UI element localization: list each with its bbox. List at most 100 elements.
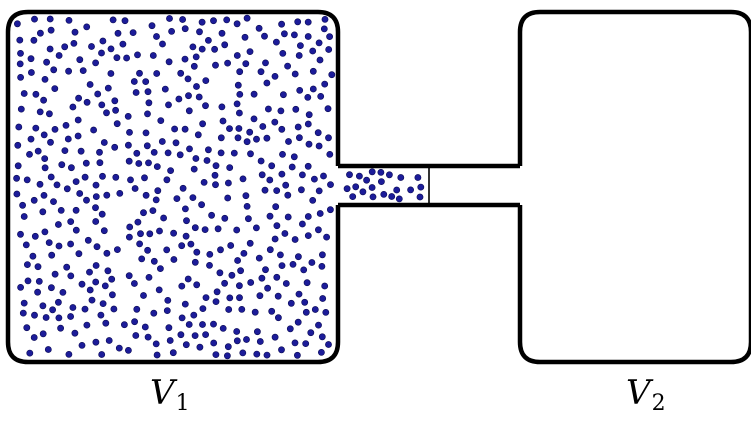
gas-particle — [144, 111, 150, 117]
gas-particle — [56, 243, 62, 249]
gas-particle — [247, 49, 253, 55]
gas-particle — [244, 15, 250, 21]
gas-particle — [161, 215, 167, 221]
gas-particle — [192, 259, 198, 265]
gas-particle — [66, 351, 72, 357]
gas-particle — [329, 72, 335, 78]
gas-particle — [168, 168, 174, 174]
gas-particle — [272, 119, 278, 125]
gas-particle — [136, 160, 142, 166]
gas-particle — [99, 173, 105, 179]
gas-particle — [46, 240, 52, 246]
gas-particle — [273, 204, 279, 210]
gas-particle — [322, 283, 328, 289]
gas-particle — [257, 338, 263, 344]
gas-particle — [142, 324, 148, 330]
gas-particle — [156, 287, 162, 293]
gas-particle — [154, 352, 160, 358]
gas-particle — [315, 227, 321, 233]
gas-particle — [205, 37, 211, 43]
gas-particle — [234, 101, 240, 107]
gas-particle — [113, 107, 119, 113]
gas-particle — [73, 179, 79, 185]
gas-particle — [237, 69, 243, 75]
gas-particle — [327, 34, 333, 40]
gas-particle — [137, 231, 143, 237]
gas-particle — [234, 21, 240, 27]
gas-particle — [32, 233, 38, 239]
gas-particle — [369, 169, 375, 175]
gas-particle — [124, 55, 130, 61]
gas-particle — [308, 330, 314, 336]
gas-particle — [72, 29, 78, 35]
gas-particle — [115, 30, 121, 36]
gas-particle — [95, 91, 101, 97]
gas-particle — [321, 26, 327, 32]
gas-particle — [78, 148, 84, 154]
gas-particle — [225, 195, 231, 201]
gas-particle — [150, 208, 156, 214]
gas-particle — [20, 202, 26, 208]
gas-particle — [126, 273, 132, 279]
gas-particle — [98, 50, 104, 56]
gas-particle — [325, 341, 331, 347]
gas-particle — [213, 352, 219, 358]
gas-particle — [305, 121, 311, 127]
gas-particle — [31, 334, 37, 340]
gas-particle — [132, 319, 138, 325]
gas-particle — [243, 61, 249, 67]
gas-particle — [88, 43, 94, 49]
gas-particle — [264, 352, 270, 358]
gas-particle — [278, 347, 284, 353]
gas-particle — [120, 41, 126, 47]
gas-particle — [30, 253, 36, 259]
gas-particle — [28, 69, 34, 75]
gas-particle — [193, 83, 199, 89]
gas-particle — [235, 82, 241, 88]
gas-particle — [279, 126, 285, 132]
gas-particle — [256, 255, 262, 261]
gas-particle — [303, 341, 309, 347]
gas-particle — [311, 176, 317, 182]
gas-particle — [103, 110, 109, 116]
gas-particle — [182, 126, 188, 132]
gas-particle — [18, 74, 24, 80]
gas-particle — [106, 337, 112, 343]
gas-particle — [171, 256, 177, 262]
gas-particle — [125, 113, 131, 119]
gas-particle — [254, 329, 260, 335]
gas-particle — [235, 257, 241, 263]
gas-particle — [296, 135, 302, 141]
gas-particle — [99, 211, 105, 217]
gas-particle — [71, 40, 77, 46]
gas-particle — [179, 243, 185, 249]
gas-particle — [169, 28, 175, 34]
gas-particle — [277, 252, 283, 258]
gas-particle — [193, 54, 199, 60]
gas-particle — [105, 268, 111, 274]
gas-particle — [178, 332, 184, 338]
gas-particle — [151, 149, 157, 155]
gas-particle — [41, 132, 47, 138]
volume-label-v2-subscript: 2 — [652, 391, 666, 416]
gas-particle — [293, 106, 299, 112]
gas-particle — [180, 16, 186, 22]
gas-particle — [191, 312, 197, 318]
gas-particle — [360, 189, 366, 195]
gas-particle — [109, 276, 115, 282]
gas-particle — [212, 46, 218, 52]
gas-particle — [164, 247, 170, 253]
gas-particle — [127, 224, 133, 230]
gas-particle — [140, 292, 146, 298]
gas-particle — [396, 196, 402, 202]
gas-particle — [132, 185, 138, 191]
gas-particle — [165, 150, 171, 156]
gas-particle — [99, 102, 105, 108]
gas-particle — [112, 144, 118, 150]
gas-particle — [206, 262, 212, 268]
gas-particle — [33, 91, 39, 97]
gas-particle — [259, 172, 265, 178]
gas-particle — [279, 21, 285, 27]
gas-particle — [417, 194, 423, 200]
gas-particle — [17, 231, 23, 237]
